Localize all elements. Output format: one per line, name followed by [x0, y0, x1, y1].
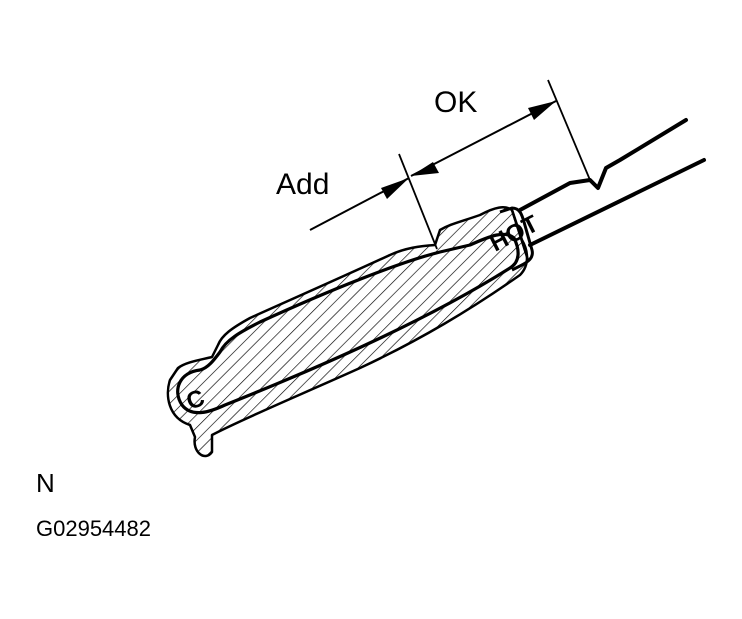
add-arrowhead	[381, 178, 409, 199]
dipstick-upper-edge	[518, 118, 688, 212]
hot-shaft-divider	[510, 209, 530, 261]
ok-extension-line	[547, 79, 591, 181]
dipstick-lower-edge	[528, 158, 706, 247]
hot-mark-plate	[499, 206, 534, 272]
add-extension-line	[398, 153, 438, 250]
dipstick-tip-outline	[176, 232, 520, 415]
ok-label: OK	[434, 86, 478, 119]
ok-arrowhead-right	[528, 101, 556, 120]
add-label: Add	[276, 168, 330, 201]
view-label: N	[36, 468, 55, 498]
figure-code: G02954482	[36, 516, 151, 541]
ok-arrowhead-left	[411, 162, 439, 176]
